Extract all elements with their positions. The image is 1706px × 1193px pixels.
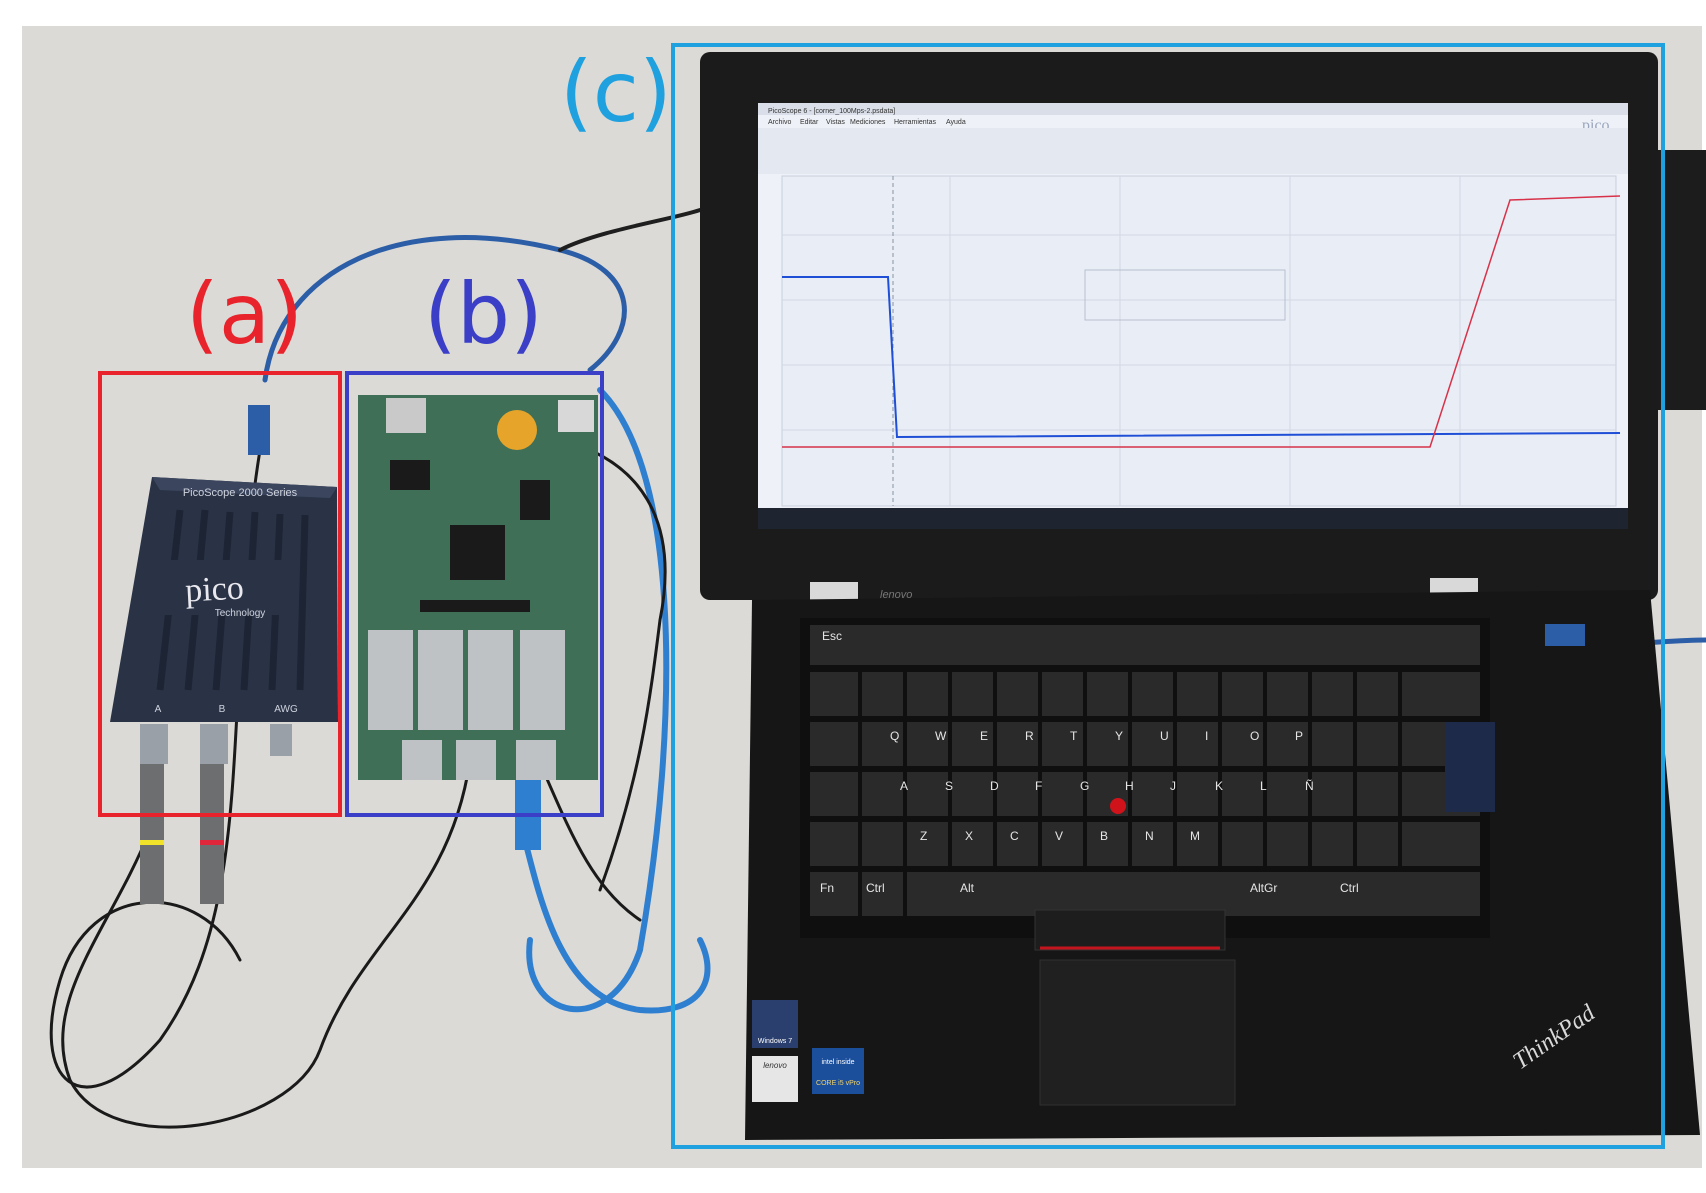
key-r: R [1025,729,1034,743]
menu-item: Vistas [826,119,845,126]
scope-model: PicoScope 2000 Series [183,487,298,499]
key-g: G [1080,779,1089,793]
menu-item: Mediciones [850,119,886,126]
key-u: U [1160,729,1169,743]
key-k: K [1215,779,1223,793]
oscilloscope: pico Technology PicoScope 2000 Series A … [110,405,338,904]
windows-badge-text: Windows 7 [758,1038,792,1045]
box-c [671,43,1665,1149]
core-badge-text: CORE i5 vPro [816,1080,860,1087]
box-a [98,371,342,817]
key-v: V [1055,829,1063,843]
intel-badge-text: intel inside [821,1059,854,1066]
key-alt: Alt [960,881,975,895]
key-n: N [1145,829,1154,843]
menu-item: Editar [800,119,819,126]
box-b [345,371,604,817]
trackpoint [1110,798,1126,814]
menu-item: Herramientas [894,119,937,126]
touchpad-buttons [1034,909,1226,951]
key-q: Q [890,729,899,743]
key-esc: Esc [822,629,842,643]
scope-port-a: A [155,704,162,715]
key-z: Z [920,829,927,843]
scope-brand: pico [184,570,244,610]
key-ctrl-right: Ctrl [1340,881,1359,895]
key-i: I [1205,729,1208,743]
key-n-tilde: Ñ [1305,779,1314,793]
key-rows [810,625,1480,916]
key-d: D [990,779,999,793]
cables [49,208,1706,1129]
key-c: C [1010,829,1019,843]
key-o: O [1250,729,1259,743]
windows-badge [752,1000,798,1048]
laptop: PicoScope 6 - [corner_100Mps-2.psdata] A… [700,52,1700,1140]
window-title: PicoScope 6 - [corner_100Mps-2.psdata] [768,108,895,115]
key-s: S [945,779,953,793]
intel-badge [812,1048,864,1094]
key-m: M [1190,829,1200,843]
scope-plot [781,175,1617,507]
key-y: Y [1115,729,1123,743]
key-h: H [1125,779,1134,793]
trace-red [782,195,1621,448]
key-a: A [900,779,908,793]
scope-port-b: B [219,704,226,715]
menu-bar: Archivo Editar Vistas Mediciones Herrami… [768,119,966,126]
key-p: P [1295,729,1303,743]
lenovo-badge-text: lenovo [763,1061,787,1070]
fpga-board [358,395,598,850]
menu-item: Ayuda [946,119,966,126]
key-l: L [1260,779,1267,793]
key-j: J [1170,779,1176,793]
menu-item: Archivo [768,119,791,126]
scope-port-awg: AWG [274,704,298,715]
key-e: E [980,729,988,743]
label-c: (c) [560,43,672,141]
key-ctrl-left: Ctrl [866,881,885,895]
lid-brand: lenovo [880,589,912,601]
label-a: (a) [186,265,304,363]
label-b: (b) [424,265,543,363]
key-b: B [1100,829,1108,843]
key-w: W [935,729,947,743]
touchpad [1039,959,1236,1106]
key-t: T [1070,729,1078,743]
lenovo-badge [752,1056,798,1102]
key-fn: Fn [820,881,834,895]
key-altgr: AltGr [1250,881,1277,895]
key-f: F [1035,779,1042,793]
scope-sub-brand: Technology [215,608,266,619]
key-x: X [965,829,973,843]
trace-blue [782,276,1621,439]
